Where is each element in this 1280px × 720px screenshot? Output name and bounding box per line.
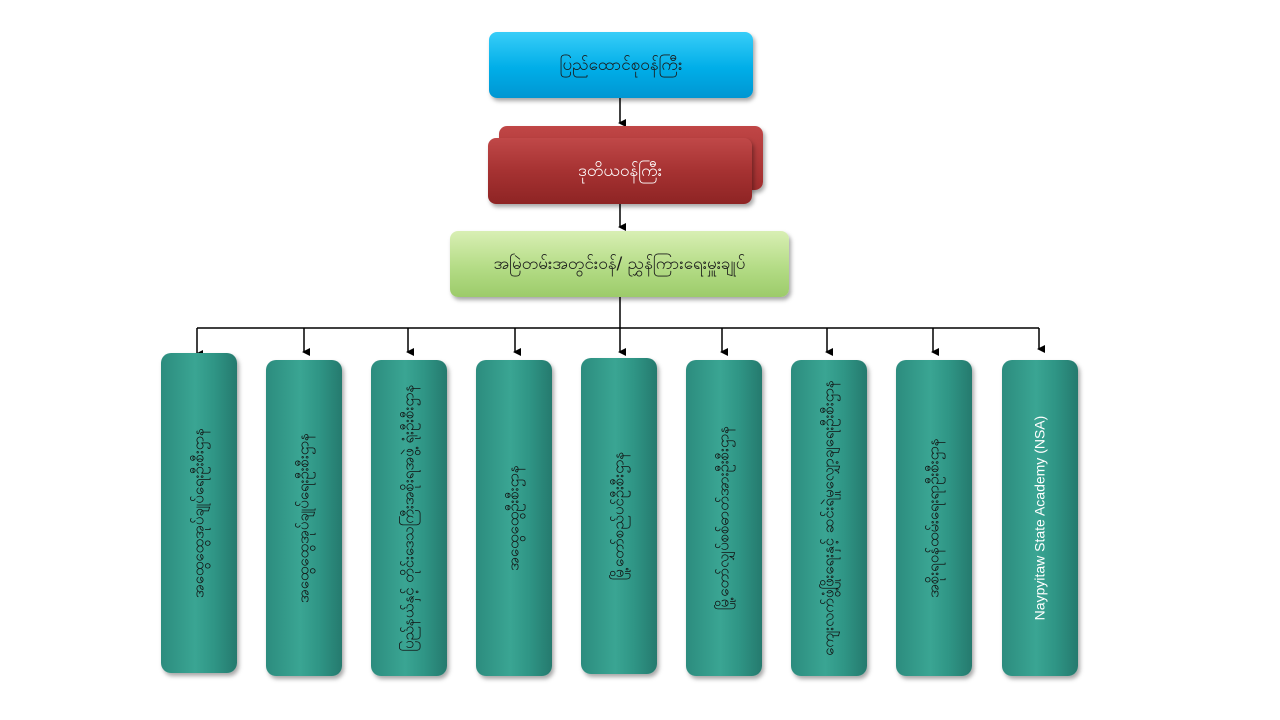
- department-box-4: အထွေထွေဦးစီးဌာန: [476, 360, 552, 676]
- department-box-7: ကျေးလက်ဖွံ့ဖြိုးရေးနှင့် ဆင်းရဲမှုလျှော့…: [791, 360, 867, 676]
- permanent-secretary-label: အမြဲတမ်းအတွင်းဝန်/ ညွှန်ကြားရေးမှူးချုပ်: [493, 253, 746, 274]
- department-box-8: အစိုးရဝန်ထမ်းရေးရာဦးစီးဌာန: [896, 360, 972, 676]
- department-box-6: မြို့တော်လျှပ်စစ်ဓာတ်အားဦးစီးဌာန: [686, 360, 762, 676]
- department-label-9: Naypyitaw State Academy (NSA): [1031, 415, 1048, 621]
- department-label-2: အထွေထွေအုပ်ချုပ်ရေးဦးစီးဌာန: [294, 432, 313, 604]
- department-label-7: ကျေးလက်ဖွံ့ဖြိုးရေးနှင့် ဆင်းရဲမှုလျှော့…: [819, 380, 838, 656]
- deputy-minister-label: ဒုတိယဝန်ကြီး: [577, 160, 663, 181]
- department-box-9: Naypyitaw State Academy (NSA): [1002, 360, 1078, 676]
- department-label-5: မြို့တော်စည်ပင်ဦးစီးဌာန: [609, 451, 628, 581]
- deputy-minister-box: ဒုတိယဝန်ကြီး: [488, 138, 752, 204]
- permanent-secretary-box: အမြဲတမ်းအတွင်းဝန်/ ညွှန်ကြားရေးမှူးချုပ်: [450, 231, 789, 297]
- department-label-4: အထွေထွေဦးစီးဌာန: [504, 465, 523, 571]
- union-minister-label: ပြည်ထောင်စုဝန်ကြီး: [559, 54, 683, 75]
- department-label-6: မြို့တော်လျှပ်စစ်ဓာတ်အားဦးစီးဌာန: [714, 425, 733, 611]
- department-label-3: ပြည်နယ်နှင့် တိုင်းဒေသကြီးအစိုးရအဖွဲ့ ရု…: [399, 384, 418, 652]
- union-minister-box: ပြည်ထောင်စုဝန်ကြီး: [489, 32, 753, 98]
- department-box-1: အထွေထွေအုပ်ချုပ်ရေးဦးစီးဌာန: [161, 353, 237, 673]
- department-box-3: ပြည်နယ်နှင့် တိုင်းဒေသကြီးအစိုးရအဖွဲ့ ရု…: [371, 360, 447, 676]
- department-box-5: မြို့တော်စည်ပင်ဦးစီးဌာန: [581, 358, 657, 674]
- department-box-2: အထွေထွေအုပ်ချုပ်ရေးဦးစီးဌာန: [266, 360, 342, 676]
- department-label-8: အစိုးရဝန်ထမ်းရေးရာဦးစီးဌာန: [924, 438, 943, 598]
- department-label-1: အထွေထွေအုပ်ချုပ်ရေးဦးစီးဌာန: [189, 427, 208, 599]
